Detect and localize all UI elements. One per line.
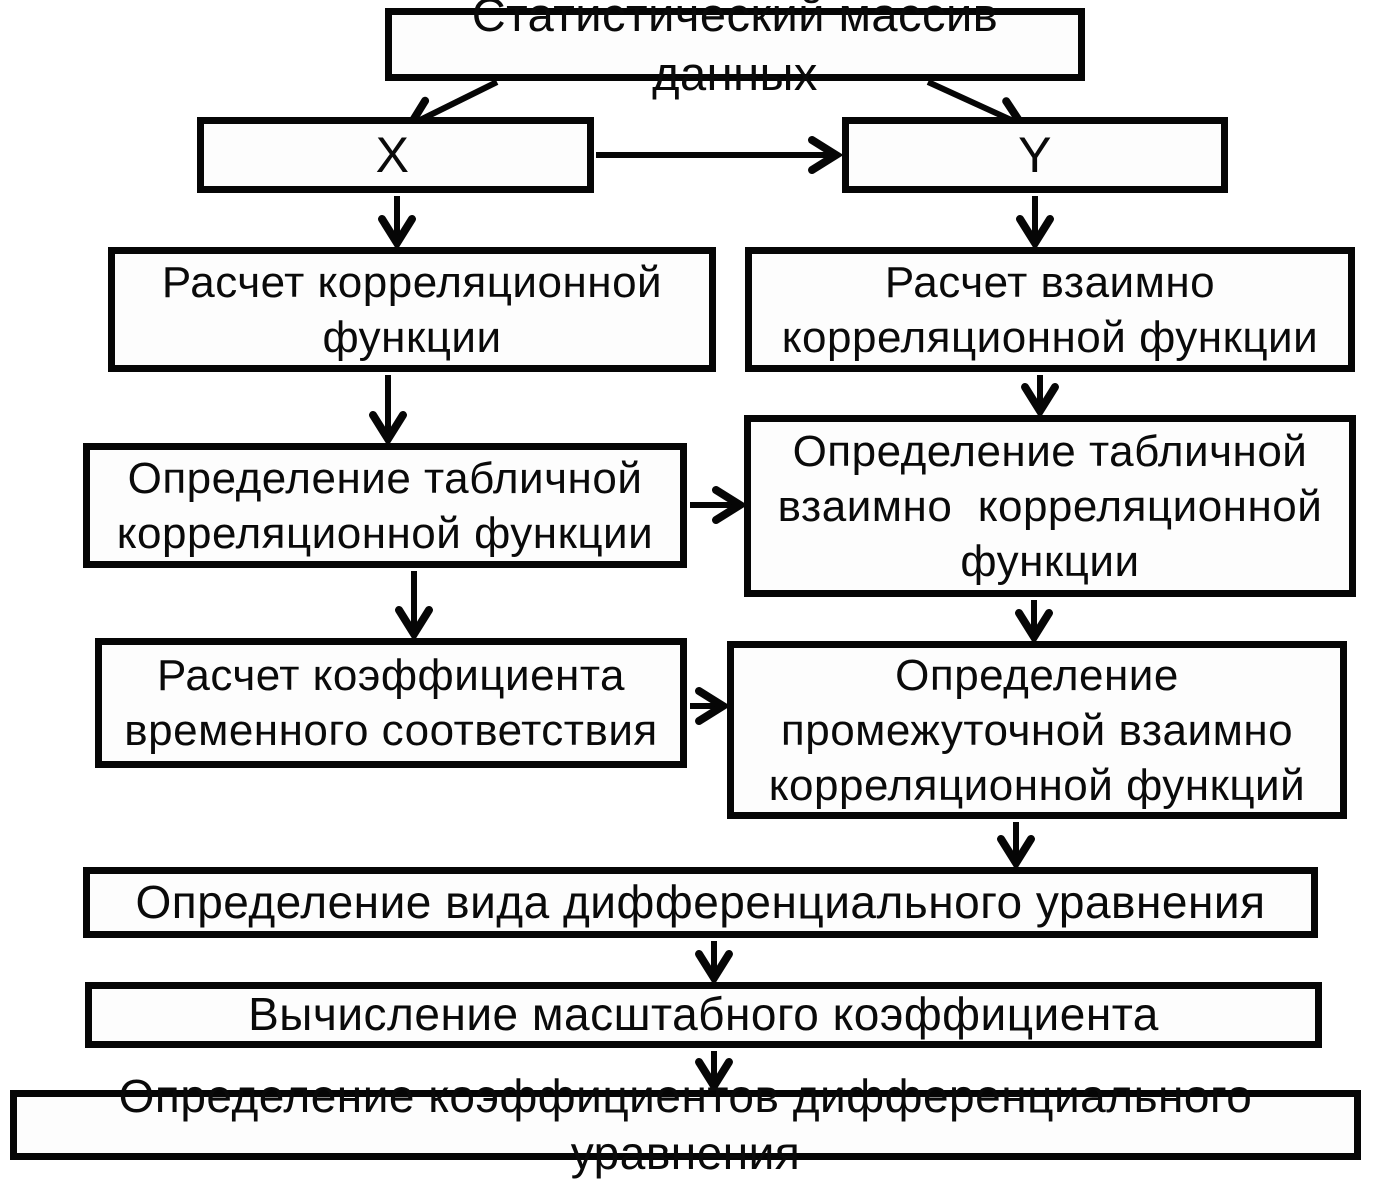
node-y-label: Y bbox=[1018, 126, 1052, 183]
node-def-equation-coefficients: Определение коэффициентов дифференциальн… bbox=[10, 1070, 1361, 1179]
node-calc-correlation-label: Расчет корреляционной функции bbox=[161, 257, 663, 362]
node-y: Y bbox=[842, 117, 1228, 193]
node-calc-time-coefficient-label: Расчет коэффициента временного соответст… bbox=[124, 651, 658, 755]
node-x-label: X bbox=[375, 126, 410, 183]
node-def-equation-type: Определение вида дифференциального уравн… bbox=[83, 867, 1318, 938]
node-calc-cross-correlation-label: Расчет взаимно корреляционной функции bbox=[781, 257, 1319, 362]
node-def-equation-coefficients-label: Определение коэффициентов дифференциальн… bbox=[118, 1069, 1266, 1179]
node-source-data: Статистический массив данных bbox=[385, 0, 1085, 100]
node-def-equation-type-label: Определение вида дифференциального уравн… bbox=[135, 875, 1266, 928]
node-calc-scale-coefficient-label: Вычисление масштабного коэффициента bbox=[248, 988, 1159, 1041]
node-calc-correlation: Расчет корреляционной функции bbox=[108, 247, 716, 372]
node-calc-scale-coefficient: Вычисление масштабного коэффициента bbox=[85, 982, 1322, 1048]
node-def-table-cross-correlation: Определение табличной взаимно корреляцио… bbox=[744, 415, 1356, 597]
node-def-table-cross-correlation-label: Определение табличной взаимно корреляцио… bbox=[777, 426, 1323, 586]
node-def-interim-cross-correlation-label: Определение промежуточной взаимно коррел… bbox=[768, 650, 1306, 810]
node-def-table-correlation-label: Определение табличной корреляционной фун… bbox=[116, 453, 654, 558]
node-def-table-correlation: Определение табличной корреляционной фун… bbox=[83, 443, 687, 568]
node-x: X bbox=[197, 117, 594, 193]
node-def-interim-cross-correlation: Определение промежуточной взаимно коррел… bbox=[727, 641, 1347, 819]
node-calc-cross-correlation: Расчет взаимно корреляционной функции bbox=[745, 247, 1355, 372]
node-source-data-label: Статистический массив данных bbox=[471, 0, 1012, 100]
node-calc-time-coefficient: Расчет коэффициента временного соответст… bbox=[95, 638, 687, 768]
